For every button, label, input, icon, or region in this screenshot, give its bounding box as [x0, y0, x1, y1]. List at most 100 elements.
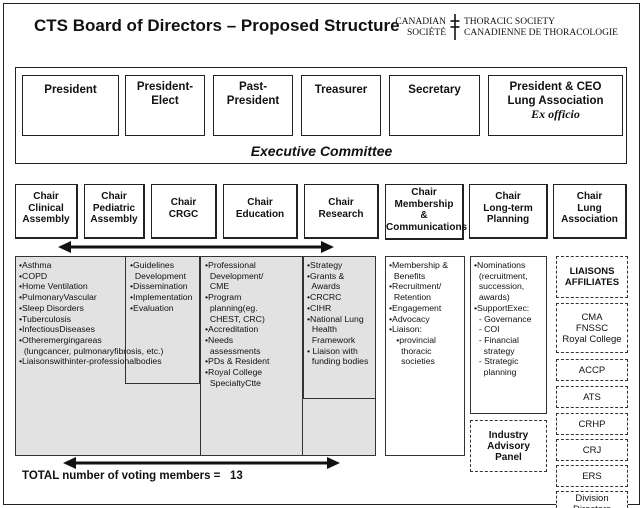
logo-line: CANADIENNE DE THORACOLOGIE	[464, 28, 618, 38]
chair-label-line: Chair	[495, 191, 521, 202]
bullet-item: assessments	[205, 345, 261, 356]
chair-label-line: Lung	[577, 202, 602, 214]
bullet-item: SpecialtyCtte	[205, 377, 262, 388]
chair-label-line: Chair	[328, 197, 354, 208]
crgc-box	[125, 256, 200, 384]
executive-member-box: Treasurer	[301, 75, 381, 136]
executive-member-box: Past-President	[213, 75, 293, 136]
bullet-item: •Accreditation	[205, 324, 259, 335]
bullet-item: CHEST, CRC)	[205, 313, 265, 324]
bullet-item: •provincial	[389, 334, 436, 345]
chair-label-line: CRGC	[168, 208, 199, 220]
assembly-topics-list: •Asthma•COPD•Home Ventilation•PulmonaryV…	[19, 260, 163, 367]
chair-label-line: Chair	[33, 191, 59, 202]
bullet-item: •Dissemination	[130, 281, 188, 292]
research-box	[303, 256, 376, 399]
bullet-item: •Strategy	[307, 260, 343, 270]
liaison-box: DivisionDirectors	[556, 491, 628, 508]
page-title: CTS Board of Directors – Proposed Struct…	[34, 16, 400, 35]
executive-member-line: Past-	[238, 81, 268, 93]
liaison-label-line: CRHP	[578, 418, 606, 430]
bullet-item: •Program	[205, 292, 242, 303]
executive-member-line: President	[226, 94, 280, 107]
chair-label-line: Chair	[576, 191, 603, 202]
bullet-item: •Engagement	[389, 302, 442, 313]
logo-line: THORACIC SOCIETY	[464, 17, 556, 27]
total-voting-members: TOTAL number of voting members = 13	[22, 470, 243, 482]
logo-line: CANADIAN	[395, 17, 446, 27]
cts-logo: CANADIAN SOCIÉTÉ THORACIC SOCIETY CANADI…	[384, 14, 642, 43]
bullet-item: •Grants &	[307, 270, 345, 281]
double-cross-icon	[450, 14, 460, 40]
research-topics-list: •Strategy•Grants & Awards•CRCRC•CIHR•Nat…	[307, 260, 368, 367]
logo-line: SOCIÉTÉ	[406, 28, 446, 38]
bullet-item: •Home Ventilation	[19, 281, 88, 292]
bullet-item: funding bodies	[307, 356, 369, 367]
bullet-item: CME	[205, 281, 230, 292]
bullet-item: •Guidelines	[130, 260, 175, 270]
liaison-box: ATS	[556, 386, 628, 408]
executive-member-line: Elect	[151, 94, 179, 107]
bullet-item: - Financial	[474, 334, 519, 345]
planning-topics-list: •Nominations (recruitment, succession, a…	[474, 260, 531, 378]
liaison-label-line: LIAISONS	[569, 266, 615, 277]
bullet-item: •CIHR	[307, 302, 332, 313]
chair-label-line: Membership	[394, 198, 454, 210]
bullet-item: •Professional	[205, 260, 256, 270]
bullet-item: - Governance	[474, 313, 532, 324]
bullet-item: •Asthma	[19, 260, 52, 270]
bullet-item: •Membership &	[389, 260, 449, 270]
executive-committee-box	[15, 67, 627, 164]
executive-member-line: President & CEO	[509, 81, 602, 93]
executive-member-line: President	[44, 84, 97, 96]
executive-member-line: Treasurer	[314, 84, 368, 96]
chair-label-line: Research	[318, 208, 364, 220]
liaison-label-line: Directors	[573, 504, 611, 508]
liaison-label-line: CMA	[581, 311, 603, 323]
liaison-box: ACCP	[556, 359, 628, 381]
bullet-item: •PulmonaryVascular	[19, 292, 97, 303]
chair-label-line: &	[420, 210, 428, 221]
bullet-item: •SupportExec:	[474, 302, 530, 313]
bullet-item: •InfectiousDiseases	[19, 324, 95, 335]
bullet-item: •Advocacy	[389, 313, 430, 324]
chair-label-line: Assembly	[22, 214, 70, 225]
chair-label-line: Chair	[101, 191, 127, 202]
bullet-item: •Recruitment/	[389, 281, 442, 292]
liaison-label-line: ERS	[582, 470, 602, 482]
logo-right-text: THORACIC SOCIETY CANADIENNE DE THORACOLO…	[464, 17, 618, 39]
chair-label-line: Education	[235, 208, 285, 220]
executive-member-line: Secretary	[408, 84, 461, 96]
planning-box	[470, 256, 547, 414]
bullet-item: •CRCRC	[307, 292, 342, 303]
bullet-item: thoracic	[389, 345, 432, 356]
executive-committee-label: Executive Committee	[250, 143, 393, 159]
page-frame	[3, 3, 640, 505]
executive-member-box: President-Elect	[125, 75, 205, 136]
education-box	[200, 256, 303, 456]
bullet-item: Benefits	[389, 270, 426, 281]
membership-topics-list: •Membership & Benefits•Recruitment/ Rete…	[389, 260, 448, 367]
bullet-item: •PDs & Resident	[205, 356, 270, 367]
bullet-item: •Liaison:	[389, 324, 422, 335]
membership-box	[385, 256, 465, 456]
bullet-item: planning	[474, 367, 517, 378]
executive-member-box: Secretary	[389, 75, 480, 136]
chair-label-line: Chair	[411, 187, 437, 198]
liaison-label-line: ACCP	[578, 364, 606, 376]
total-value: 13	[230, 470, 243, 482]
liaison-label-line: FNSSC	[575, 322, 609, 334]
bullet-item: •Tuberculosis	[19, 313, 71, 324]
bullet-item: succession,	[474, 281, 525, 292]
total-label: TOTAL number of voting members =	[22, 470, 221, 482]
bullet-item: •Implementation	[130, 292, 193, 303]
executive-member-box: President	[22, 75, 119, 136]
bullet-item: •Needs	[205, 334, 234, 345]
